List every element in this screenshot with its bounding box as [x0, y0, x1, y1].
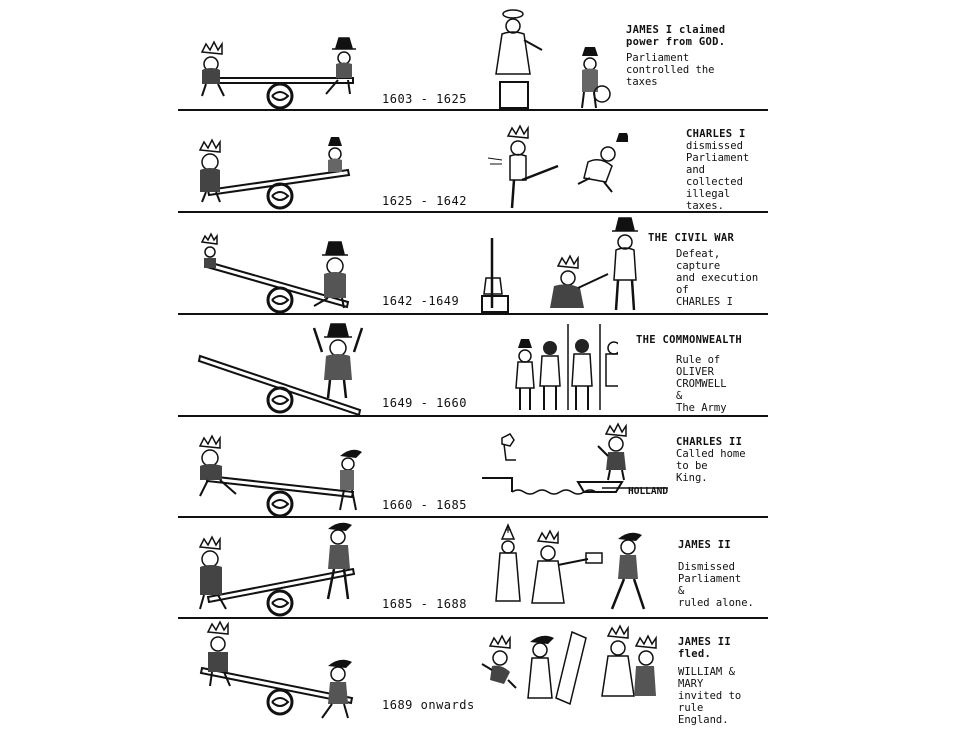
- caption: JAMES I claimed power from GOD. Parliame…: [626, 12, 725, 100]
- date-label: 1642 -1649: [382, 294, 460, 308]
- caption-body: Defeat, capture and execution of CHARLES…: [676, 248, 759, 308]
- crown-icon: [604, 422, 627, 437]
- panel-divider: [178, 617, 768, 619]
- caption-body: Rule of OLIVER CROMWELL & The Army: [676, 354, 727, 414]
- puritan-hat-icon: [328, 137, 342, 146]
- caption-heading: CHARLES I: [686, 128, 746, 140]
- crown-icon: [536, 529, 559, 544]
- pike-icon: [577, 273, 609, 289]
- scene-divine-right: [495, 9, 611, 109]
- cliff-edge: [482, 477, 513, 492]
- cavalier-hat: [340, 449, 362, 458]
- caption-body: Parliament controlled the taxes: [626, 52, 715, 88]
- cavalier-hat: [530, 635, 554, 644]
- crown-icon: [198, 535, 221, 550]
- date-label: 1603 - 1625: [382, 92, 467, 106]
- puritan-hat-icon: [324, 323, 352, 338]
- holland-label: HOLLAND: [628, 486, 669, 497]
- caption-heading: JAMES II: [678, 539, 731, 551]
- panel-divider: [178, 211, 768, 213]
- scroll: [585, 552, 603, 564]
- crown-icon: [556, 254, 579, 269]
- cavalier-hat: [618, 532, 642, 541]
- date-label: 1685 - 1688: [382, 597, 467, 611]
- panel-divider: [178, 516, 768, 518]
- caption: CHARLES II Called home to be King.: [676, 424, 746, 496]
- date-label: 1689 onwards: [382, 698, 475, 712]
- crown-icon: [606, 624, 629, 639]
- scene-dismissal: [487, 124, 628, 209]
- seesaw-balanced-final: [199, 620, 354, 719]
- sea-waves: [511, 489, 597, 495]
- army-soldiers: [515, 324, 618, 410]
- panel-1660: 1660 - 1685 HOLLAND CHARLES II Called ho…: [178, 416, 768, 518]
- pedestal: [499, 81, 529, 109]
- parliament-figure: [325, 37, 356, 95]
- crown-icon: [200, 232, 218, 245]
- panel-1649: 1649 - 1660 THE COMMONWEALTH Rule: [178, 314, 768, 417]
- panel-1642: 1642 -1649 THE CIVIL WAR Defeat, capture…: [178, 212, 768, 315]
- crown-icon: [488, 634, 511, 649]
- crown-icon: [206, 620, 229, 635]
- halo-icon: [502, 9, 524, 19]
- caption-heading: CHARLES II: [676, 436, 743, 448]
- crown-icon: [634, 634, 657, 649]
- caption: JAMES II Dismissed Parliament & ruled al…: [678, 527, 754, 621]
- mitre-icon: [500, 523, 516, 540]
- date-label: 1649 - 1660: [382, 396, 467, 410]
- caption: THE COMMONWEALTH Rule of OLIVER CROMWELL…: [636, 322, 742, 426]
- crown-icon: [506, 124, 529, 139]
- caption-body: Called home to be King.: [676, 448, 746, 484]
- boat-icon: [576, 481, 624, 493]
- scene-james-ii: [495, 523, 646, 610]
- seesaw-king-heavy: [198, 137, 351, 210]
- date-label: 1625 - 1642: [382, 194, 467, 208]
- king-figure: [200, 40, 225, 97]
- execution-block: [481, 295, 509, 313]
- puritan-hat-icon: [322, 241, 348, 256]
- puritan-hat-icon: [612, 217, 638, 232]
- puritan-hat-icon: [582, 47, 598, 56]
- seesaw-balanced: [200, 37, 356, 110]
- caption-body: dismissed Parliament and collected illeg…: [686, 140, 750, 212]
- crown-icon: [200, 40, 223, 55]
- scene-civil-war: [481, 217, 638, 313]
- panel-divider: [178, 415, 768, 417]
- caption-body: Dismissed Parliament & ruled alone.: [678, 561, 754, 609]
- caption-heading: JAMES I claimed power from GOD.: [626, 24, 726, 48]
- caption: CHARLES I dismissed Parliament and colle…: [686, 116, 749, 224]
- bill-of-rights-scroll: [555, 630, 587, 706]
- panel-1625: 1625 - 1642 CHARLES I dismissed Parliame…: [178, 110, 768, 213]
- scene-glorious-revolution: [481, 624, 657, 706]
- caption: THE CIVIL WAR Defeat, capture and execut…: [648, 220, 758, 320]
- seesaw-tipped: [197, 323, 364, 417]
- caption: JAMES II fled. WILLIAM & MARY invited to…: [678, 624, 768, 738]
- date-label: 1660 - 1685: [382, 498, 467, 512]
- puritan-hat-icon: [332, 37, 356, 50]
- panel-1685: 1685 - 1688 JAMES II Dismissed Parliamen…: [178, 517, 768, 619]
- cavalier-hat: [328, 522, 352, 531]
- crown-icon: [198, 434, 221, 449]
- seesaw-king-heavy-again: [198, 522, 356, 617]
- caption-body: WILLIAM & MARY invited to rule England.: [678, 666, 742, 726]
- panel-divider: [178, 109, 768, 111]
- puritan-hat-icon: [518, 339, 532, 348]
- puritan-hat-icon: [616, 133, 628, 142]
- crown-icon: [198, 138, 221, 153]
- panel-1603: 1603 - 1625 JAMES I claimed power from G…: [178, 0, 768, 111]
- scene-commonwealth: [515, 324, 618, 410]
- caption-heading: THE COMMONWEALTH: [636, 334, 742, 346]
- seesaw-restoration: [198, 434, 362, 518]
- panel-1689: 1689 onwards JAMES II fled. WILLIAM & MA…: [178, 618, 768, 726]
- seesaw-parliament-rising: [200, 232, 350, 314]
- history-seesaw-diagram: 1603 - 1625 JAMES I claimed power from G…: [178, 0, 768, 726]
- scene-return-from-holland: [482, 422, 668, 495]
- money-bag: [593, 85, 611, 103]
- panel-divider: [178, 313, 768, 315]
- caption-heading: THE CIVIL WAR: [648, 232, 735, 244]
- cavalier-hat: [328, 659, 352, 668]
- caption-heading: JAMES II fled.: [678, 636, 731, 660]
